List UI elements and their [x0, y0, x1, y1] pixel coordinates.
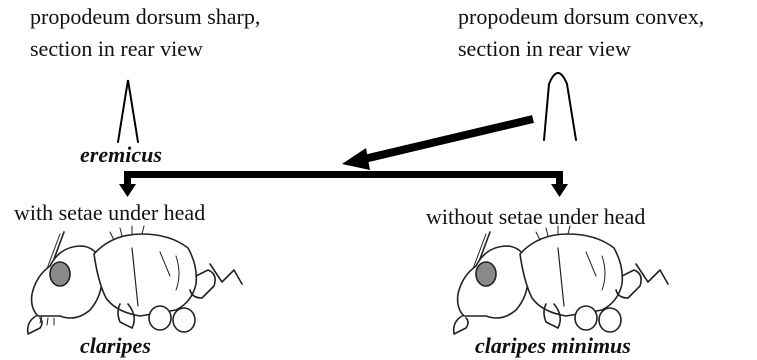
split-bar-arrow	[119, 171, 568, 197]
ant-claripes-minimus-illustration	[454, 226, 668, 334]
convex-section-icon	[544, 73, 576, 140]
ant-claripes-illustration	[28, 226, 242, 334]
diagonal-arrow	[342, 119, 533, 170]
sharp-section-icon	[118, 80, 138, 142]
